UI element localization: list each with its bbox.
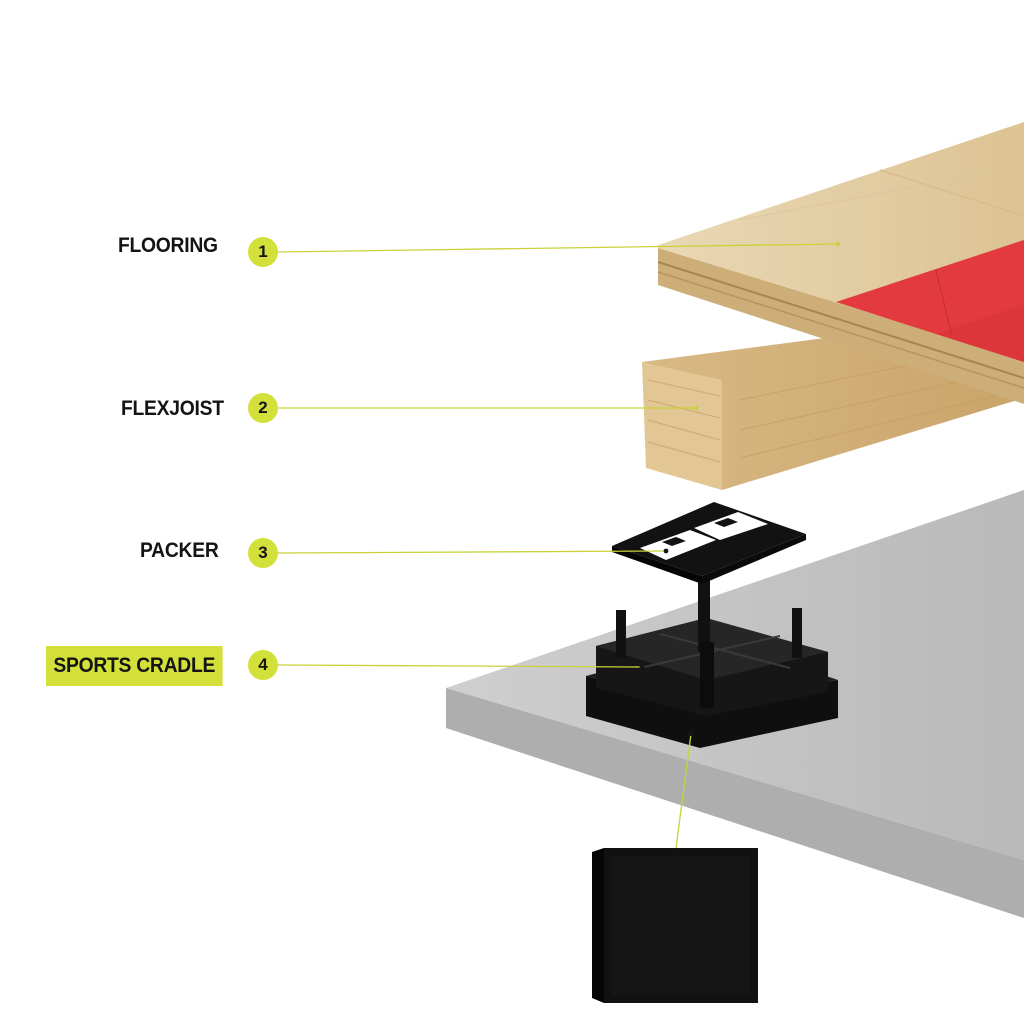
label-flexjoist: FLEXJOIST <box>121 397 224 420</box>
packer <box>612 502 806 584</box>
callout-badge-1: 1 <box>248 237 278 267</box>
label-flooring: FLOORING <box>118 234 218 257</box>
label-sports-cradle: SPORTS CRADLE <box>46 646 223 686</box>
callout-badge-3: 3 <box>248 538 278 568</box>
callout-badge-2: 2 <box>248 393 278 423</box>
leader-endpoints <box>639 241 841 736</box>
flooring-board <box>657 122 1024 404</box>
callout-badge-4: 4 <box>248 650 278 680</box>
sports-cradle <box>586 580 838 748</box>
leader-lines <box>277 243 839 849</box>
rubber-pad <box>592 848 758 1003</box>
label-packer: PACKER <box>140 539 219 562</box>
